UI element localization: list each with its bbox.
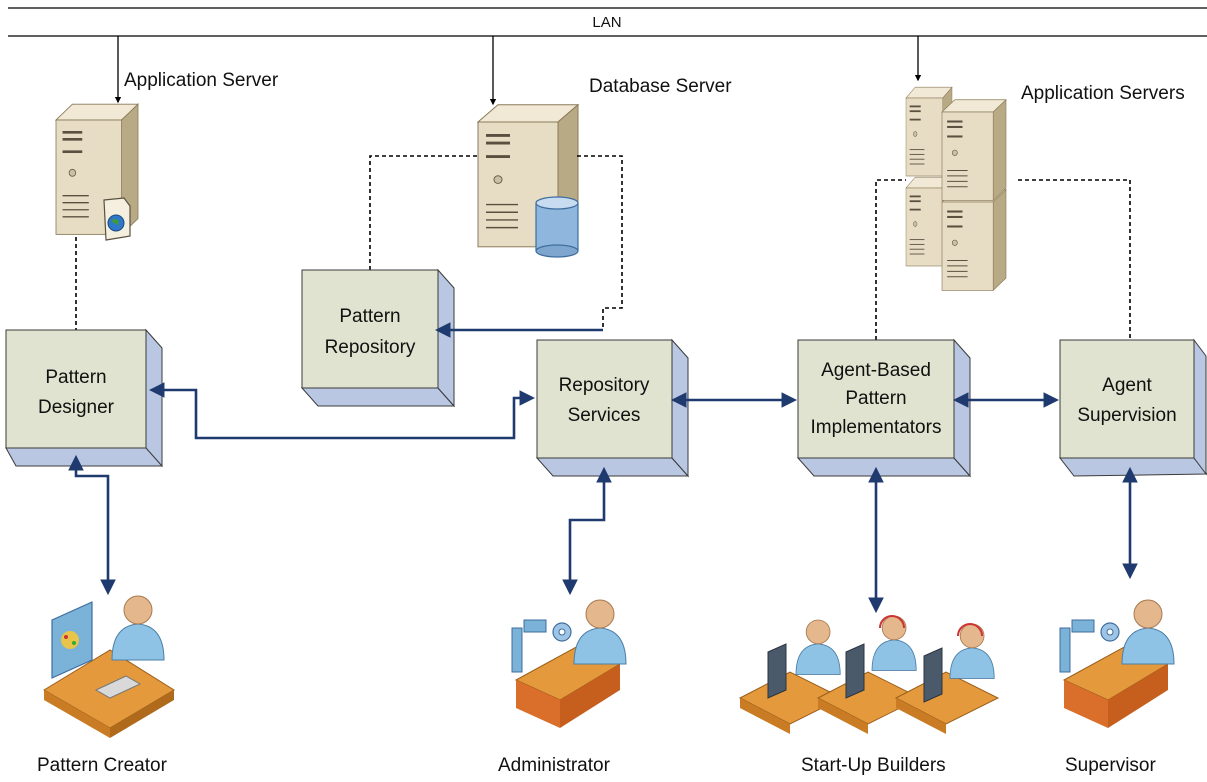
application-servers-label: Application Servers — [1021, 83, 1185, 104]
application-servers: Application Servers — [905, 83, 1185, 292]
administrator-icon — [511, 599, 627, 728]
pattern-repository-line1: Pattern — [339, 306, 400, 327]
administrator-label: Administrator — [498, 755, 611, 776]
database-cylinder-icon — [535, 196, 579, 258]
connector-services-administrator — [562, 466, 612, 596]
link-appservers-implementators — [875, 179, 906, 340]
connector-designer-creator — [68, 454, 116, 596]
box-agent-supervision: Agent Supervision — [1058, 338, 1207, 477]
lan-label: LAN — [592, 14, 621, 31]
pattern-repository-line2: Repository — [325, 337, 416, 358]
database-server-label: Database Server — [589, 76, 732, 97]
startup-builders-label: Start-Up Builders — [801, 755, 946, 776]
box-repository-services: Repository Services — [535, 338, 690, 478]
connector-designer-services — [148, 382, 536, 440]
web-document-icon — [103, 197, 131, 241]
startup-builders-icon — [738, 615, 1000, 734]
box-pattern-designer: Pattern Designer — [5, 328, 163, 468]
link-appservers-supervision — [1018, 179, 1131, 340]
pattern-designer-line2: Designer — [38, 397, 115, 418]
agent-based-line1: Agent-Based — [821, 360, 931, 381]
repository-services-line1: Repository — [559, 375, 650, 396]
link-dbserver-services — [577, 155, 623, 330]
repository-services-line2: Services — [568, 405, 641, 426]
application-server-label: Application Server — [124, 70, 279, 91]
database-server: Database Server — [476, 76, 732, 258]
agent-supervision-line2: Supervision — [1077, 405, 1176, 426]
pattern-designer-line1: Pattern — [45, 367, 106, 388]
agent-based-line2: Pattern — [845, 388, 906, 409]
box-pattern-repository: Pattern Repository — [300, 268, 456, 408]
lan-bus: LAN — [8, 7, 1207, 37]
application-server: Application Server — [54, 70, 279, 241]
link-dbserver-repository — [369, 155, 478, 270]
pattern-creator-icon — [43, 595, 175, 738]
box-agent-based-pattern-implementators: Agent-Based Pattern Implementators — [796, 338, 972, 478]
supervisor-icon — [1059, 599, 1175, 728]
agent-based-line3: Implementators — [811, 417, 942, 438]
supervisor-label: Supervisor — [1065, 755, 1156, 776]
pattern-creator-label: Pattern Creator — [37, 755, 168, 776]
agent-supervision-line1: Agent — [1102, 375, 1152, 396]
